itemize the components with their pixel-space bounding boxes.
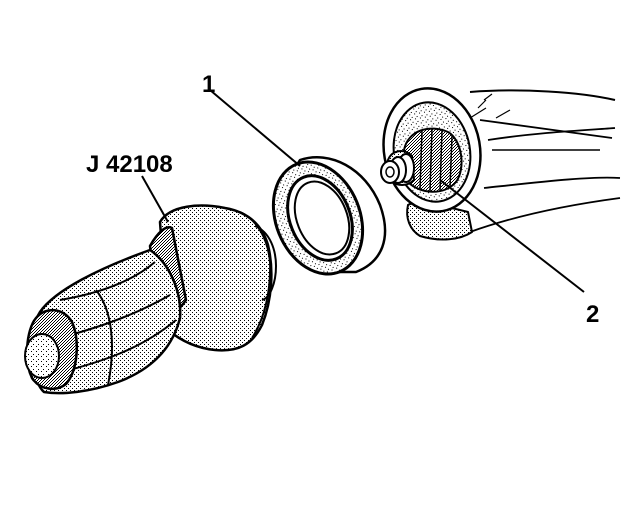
seal-inner-ring — [286, 174, 354, 262]
tool-flute-4 — [95, 289, 113, 386]
shaft-end-bore — [385, 166, 395, 178]
callout-2: 2 — [586, 301, 599, 328]
tool-head-face — [254, 225, 277, 301]
oil-seal — [271, 156, 387, 276]
seal-lip — [293, 180, 351, 256]
housing-top-edge — [469, 89, 616, 101]
tool-head — [158, 204, 273, 352]
housing-line-4 — [483, 176, 621, 189]
housing-line-1 — [479, 119, 613, 139]
leader-1 — [209, 89, 301, 167]
housing-line-2 — [487, 127, 616, 141]
housing-flare-lines — [469, 93, 511, 119]
tool-head-rim — [239, 211, 272, 339]
installer-tool — [24, 204, 277, 395]
tool-nose-tip — [24, 333, 60, 379]
tool-flute-1 — [59, 261, 156, 301]
housing-line-5 — [469, 197, 621, 233]
housing-assembly — [380, 87, 621, 241]
callout-1: 1 — [202, 71, 215, 98]
leader-tool — [141, 175, 169, 223]
tool-label: J 42108 — [86, 151, 173, 178]
shaft-splines — [419, 127, 453, 193]
leader-2 — [439, 179, 585, 293]
leader-lines — [141, 89, 585, 293]
